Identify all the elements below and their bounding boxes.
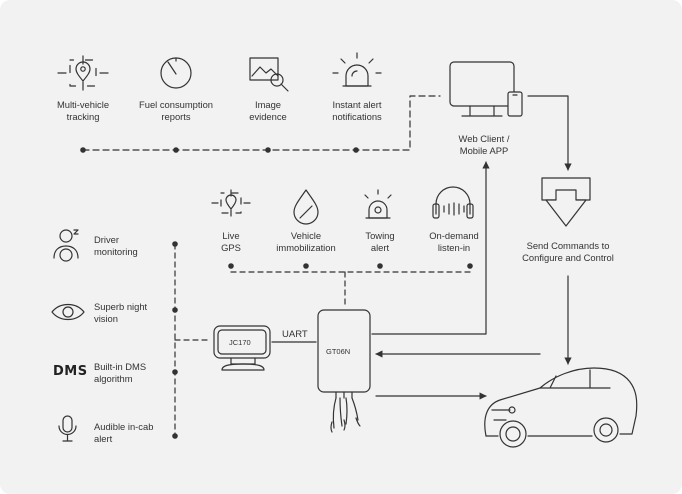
siren-icon — [332, 52, 382, 87]
mid-features-connector — [230, 271, 471, 309]
client-to-commands-arrow — [527, 95, 572, 171]
dot-towing — [377, 263, 383, 269]
camera-device — [213, 325, 271, 371]
tracker-device — [317, 309, 371, 433]
dot-multi-vehicle — [80, 147, 86, 153]
dot-dms — [172, 369, 178, 375]
headphones-icon — [432, 186, 474, 219]
tracker-model-label: GT06N — [326, 347, 351, 356]
water-drop-icon — [293, 189, 319, 225]
target-pin-icon — [57, 55, 109, 91]
eye-moon-icon — [51, 303, 85, 321]
download-arrow-icon — [541, 177, 591, 227]
desktop-mobile-icon — [449, 61, 523, 117]
dot-gps — [228, 263, 234, 269]
dot-listen — [467, 263, 473, 269]
car-illustration — [484, 367, 638, 448]
gps-target-icon — [211, 189, 251, 217]
dms-text-icon: DMS — [53, 364, 88, 379]
image-search-icon — [249, 57, 289, 92]
tow-alert-icon — [364, 189, 392, 219]
dot-fuel — [173, 147, 179, 153]
dot-driver — [172, 241, 178, 247]
dot-night — [172, 307, 178, 313]
microphone-icon — [58, 415, 77, 442]
driver-icon — [53, 229, 79, 262]
dot-immobilization — [303, 263, 309, 269]
left-features-connector — [174, 243, 211, 437]
camera-model-label: JC170 — [229, 338, 251, 347]
uart-label: UART — [282, 329, 308, 340]
dot-audible — [172, 433, 178, 439]
gauge-icon — [160, 57, 192, 89]
tracker-to-client-arrow — [371, 161, 490, 335]
dot-alert — [353, 147, 359, 153]
web-client-label: Web Client /Mobile APP — [458, 133, 510, 156]
dot-image — [265, 147, 271, 153]
top-features-connector — [82, 95, 441, 151]
